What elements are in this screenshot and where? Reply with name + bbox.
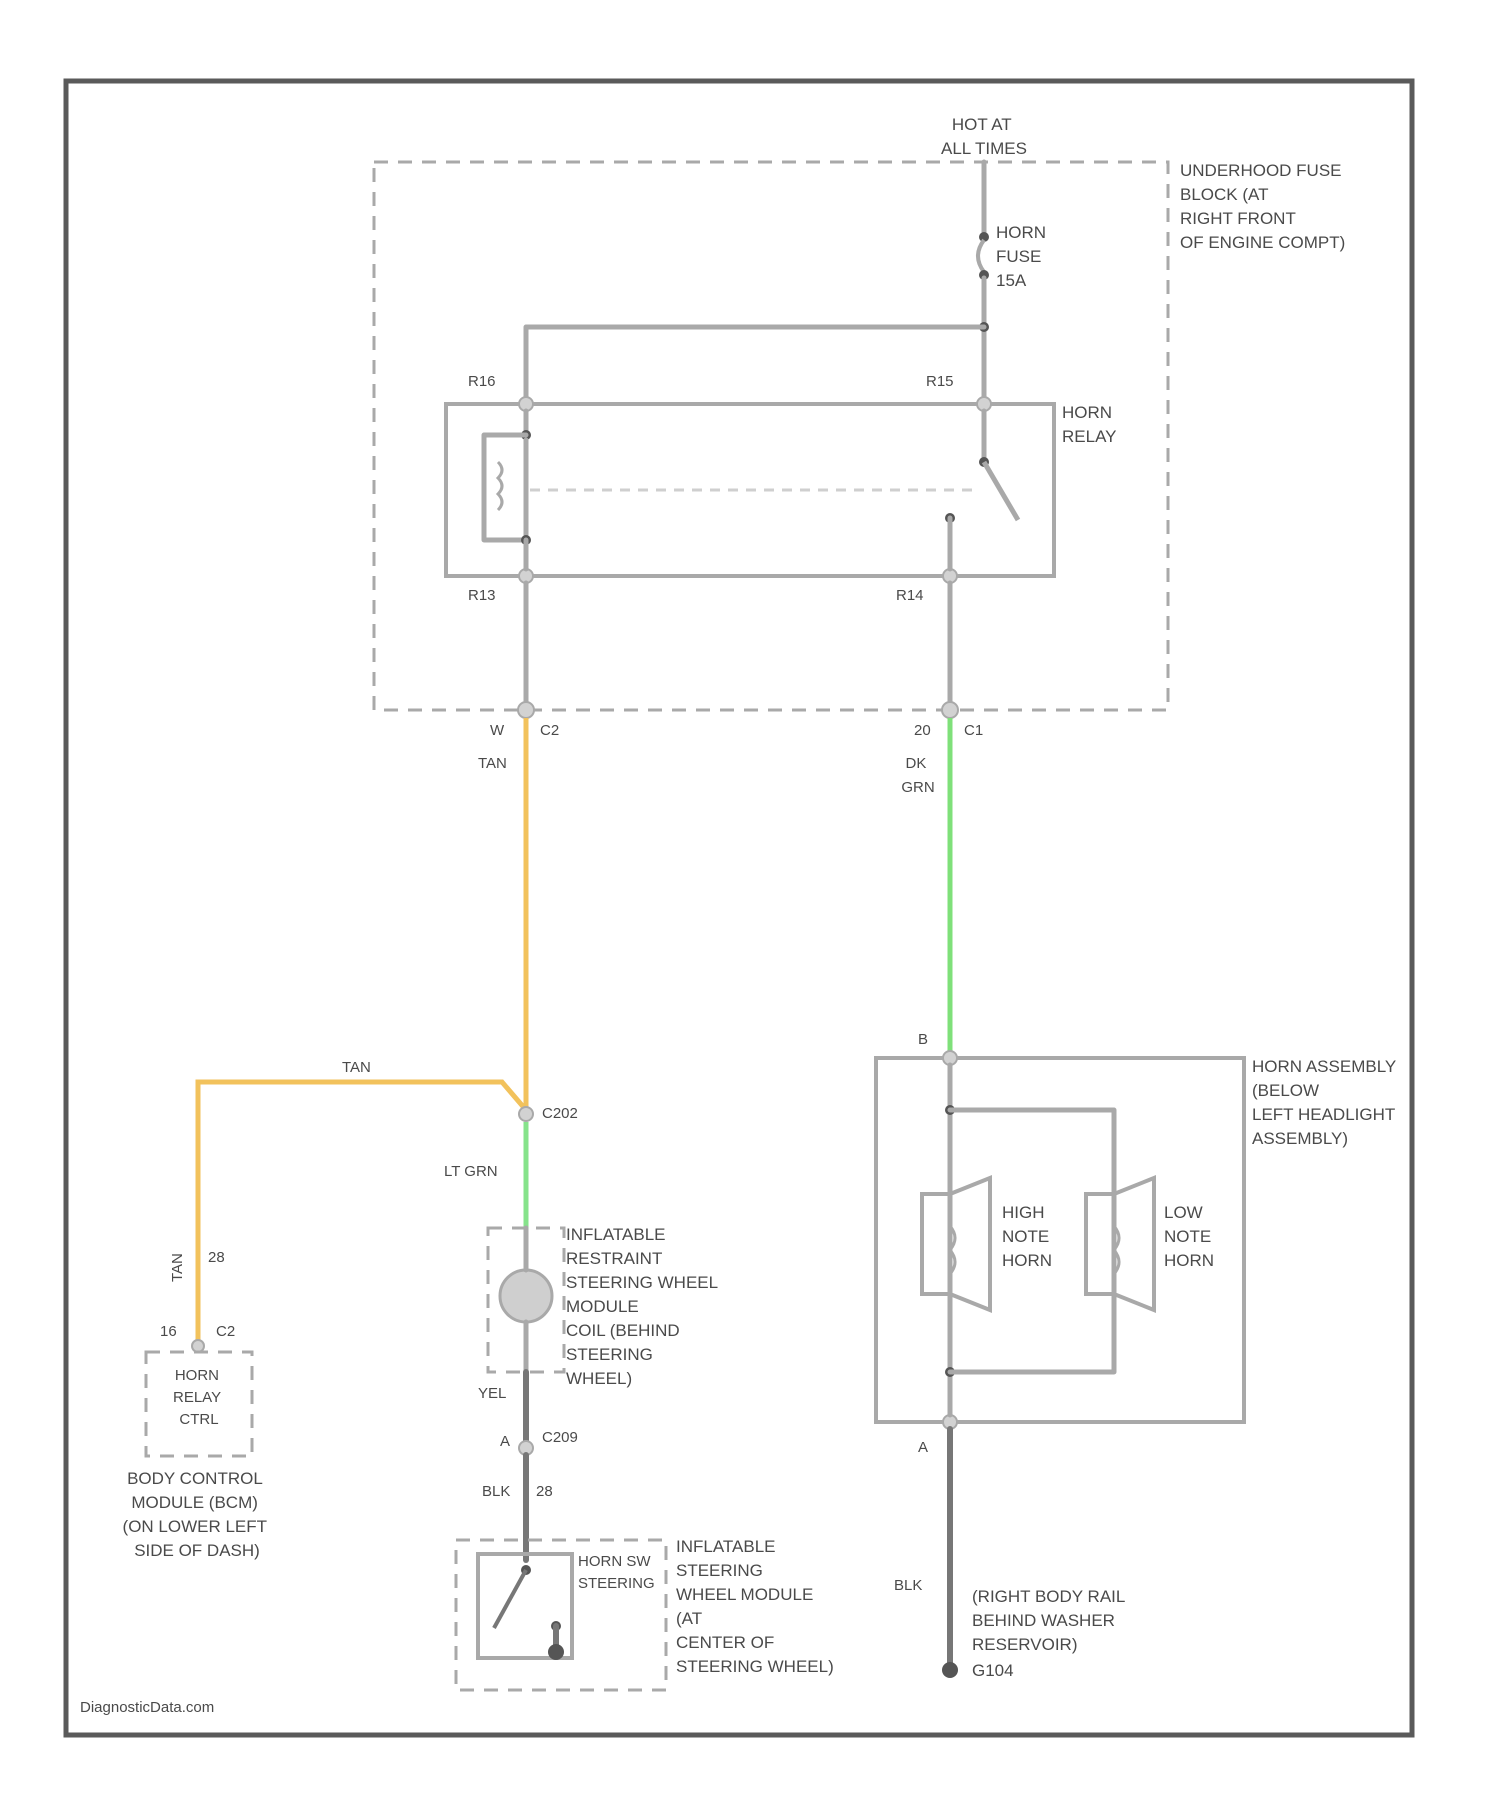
blk-pin-wire-label: BLK <box>482 1483 510 1500</box>
tan-wire-ckt: 28 <box>208 1249 225 1266</box>
relay-coil-icon <box>498 462 502 510</box>
horn-switch-inner-label: HORN SW STEERING <box>578 1553 655 1592</box>
horn-switch-blade <box>494 1570 526 1628</box>
tan-wire-bcm <box>198 1082 526 1340</box>
connector-c2-terminal <box>518 702 534 718</box>
ground-location-label: (RIGHT BODY RAIL BEHIND WASHER RESERVOIR… <box>972 1587 1129 1654</box>
fuse-block-label: UNDERHOOD FUSE BLOCK (AT RIGHT FRONT OF … <box>1180 161 1346 252</box>
tan-wire-label-horizontal: TAN <box>342 1059 371 1076</box>
low-note-horn-icon <box>1086 1178 1154 1310</box>
bcm-box-label: HORN RELAY CTRL <box>173 1367 225 1428</box>
horn-pin-b: B <box>918 1031 928 1048</box>
fuse-label: HORN FUSE 15A <box>996 223 1051 290</box>
lt-grn-wire-label: LT GRN <box>444 1163 498 1180</box>
tan-wire-label-top: TAN <box>478 755 507 772</box>
connector-c2-pin: W <box>490 722 505 739</box>
connector-bcm-terminal <box>192 1340 204 1352</box>
fuse-icon <box>978 240 984 272</box>
watermark: DiagnosticData.com <box>80 1699 214 1716</box>
connector-c209-name: C209 <box>542 1429 578 1446</box>
low-note-horn-label: LOW NOTE HORN <box>1164 1203 1216 1270</box>
connector-bcm-name: C2 <box>216 1323 235 1340</box>
connector-c202 <box>519 1107 533 1121</box>
horn-switch-outer-label: INFLATABLE STEERING WHEEL MODULE (AT CEN… <box>676 1537 834 1676</box>
relay-pin-r15: R15 <box>926 373 954 390</box>
ground-name: G104 <box>972 1661 1014 1680</box>
high-note-horn-icon <box>922 1178 990 1310</box>
tan-wire-label-vertical: TAN <box>169 1253 186 1282</box>
connector-c202-name: C202 <box>542 1105 578 1122</box>
blk-ground-wire-label: BLK <box>894 1577 922 1594</box>
high-note-horn-label: HIGH NOTE HORN <box>1002 1203 1054 1270</box>
connector-c1-name: C1 <box>964 722 983 739</box>
horn-relay-label: HORN RELAY <box>1062 403 1117 446</box>
yel-wire-label: YEL <box>478 1385 506 1402</box>
bcm-label: BODY CONTROL MODULE (BCM) (ON LOWER LEFT… <box>123 1469 272 1560</box>
horn-assembly-label: HORN ASSEMBLY (BELOW LEFT HEADLIGHT ASSE… <box>1252 1057 1401 1148</box>
connector-c1-terminal <box>942 702 958 718</box>
relay-pin-r13: R13 <box>468 587 496 604</box>
clockspring-icon <box>500 1270 552 1322</box>
ground-g104 <box>942 1662 958 1678</box>
dk-grn-wire-label: DK GRN <box>901 755 934 796</box>
coil-feed-wire <box>526 327 984 404</box>
connector-c2-name: C2 <box>540 722 559 739</box>
coil-module-label: INFLATABLE RESTRAINT STEERING WHEEL MODU… <box>566 1225 722 1388</box>
connector-c209-pin: A <box>500 1433 510 1450</box>
relay-pin-r14: R14 <box>896 587 924 604</box>
relay-switch-blade <box>984 462 1018 520</box>
horn-switch-ground <box>548 1644 564 1660</box>
relay-coil-loop <box>484 435 526 540</box>
power-source-label: HOT AT ALL TIMES <box>941 115 1027 158</box>
connector-c1-pin: 20 <box>914 722 931 739</box>
connector-bcm-pin: 16 <box>160 1323 177 1340</box>
relay-pin-r16: R16 <box>468 373 496 390</box>
blk-pin-wire-ckt: 28 <box>536 1483 553 1500</box>
horn-pin-a: A <box>918 1439 928 1456</box>
